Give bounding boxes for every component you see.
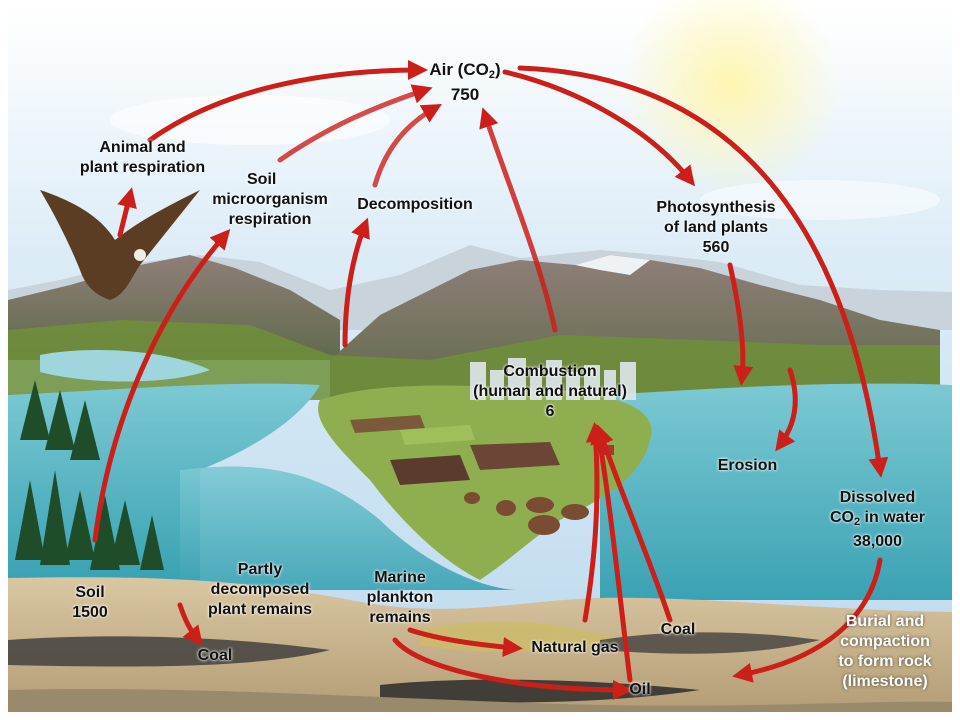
arrow-plankton-to-oil [392,637,633,700]
natural-gas-label: Natural gas [531,639,619,656]
coal-left-label: Coal [197,647,233,664]
lake-left [40,350,210,382]
arrow-decomposition-to-air [372,104,442,188]
soil-microorganism-respiration-label: Soil microorganism respiration [212,171,328,228]
erosion-label: Erosion [717,457,778,474]
arrow-gas-to-combustion [582,422,606,623]
cloud [700,180,940,220]
green-slopes [8,320,940,400]
photosynthesis-label: Photosynthesis of land plants 560 [636,198,796,258]
arrow-photosynthesis-down [727,262,754,386]
dissolved-co2-label: Dissolved CO2 in water 38,000 [815,488,940,552]
arrow-air-to-photosynthesis [502,69,696,187]
combustion-value: 6 [545,403,555,420]
arrow-air-to-ocean [517,65,889,478]
arrows [92,60,889,700]
coal-layer-right [600,632,820,654]
photosynthesis-value: 560 [702,239,730,256]
decomposition-label: Decomposition [357,196,473,213]
forest-left [15,380,164,570]
ocean-right [600,383,952,600]
combustion-label: Combustion (human and natural) 6 [455,362,645,422]
burial-compaction-label: Burial and compaction to form rock (lime… [838,613,932,690]
coal-right-label: Coal [660,621,696,638]
animal-plant-respiration-label: Animal and plant respiration [79,139,206,176]
snow-caps [575,255,650,275]
sun-glow [620,0,840,195]
arrow-coal-to-combustion [594,424,673,623]
eagle [40,190,200,300]
arrow-animal-to-air [147,60,428,143]
arrow-to-erosion [775,367,798,452]
cows [464,492,589,535]
dissolved-value: 38,000 [853,533,902,550]
arrow-oil-to-combustion [590,424,633,683]
marine-plankton-label: Marine plankton remains [366,569,434,626]
soil-label: Soil 1500 [55,583,125,623]
arrow-to-decomposition [342,217,370,348]
coal-layer-left [8,636,330,667]
city-buildings [470,358,636,400]
arrow-combustion-to-air [479,107,558,333]
partly-decomposed-label: Partly decomposed plant remains [207,561,313,618]
farm-fields [350,415,560,485]
arrow-plankton-to-gas [407,627,523,657]
arrow-soil-to-microorganism [92,228,231,543]
soil-value: 1500 [72,604,108,621]
arrow-soil-micro-to-air [277,84,433,163]
air-value: 750 [450,85,480,104]
arrow-ocean-to-burial [732,557,883,683]
arrow-partly-to-coal [177,602,203,647]
oil-label: Oil [629,681,651,698]
arrow-eagle-up [117,187,137,238]
rock-layer [8,688,952,712]
air-label: Air (CO2) 750 [410,60,520,105]
ocean-center [180,466,520,590]
